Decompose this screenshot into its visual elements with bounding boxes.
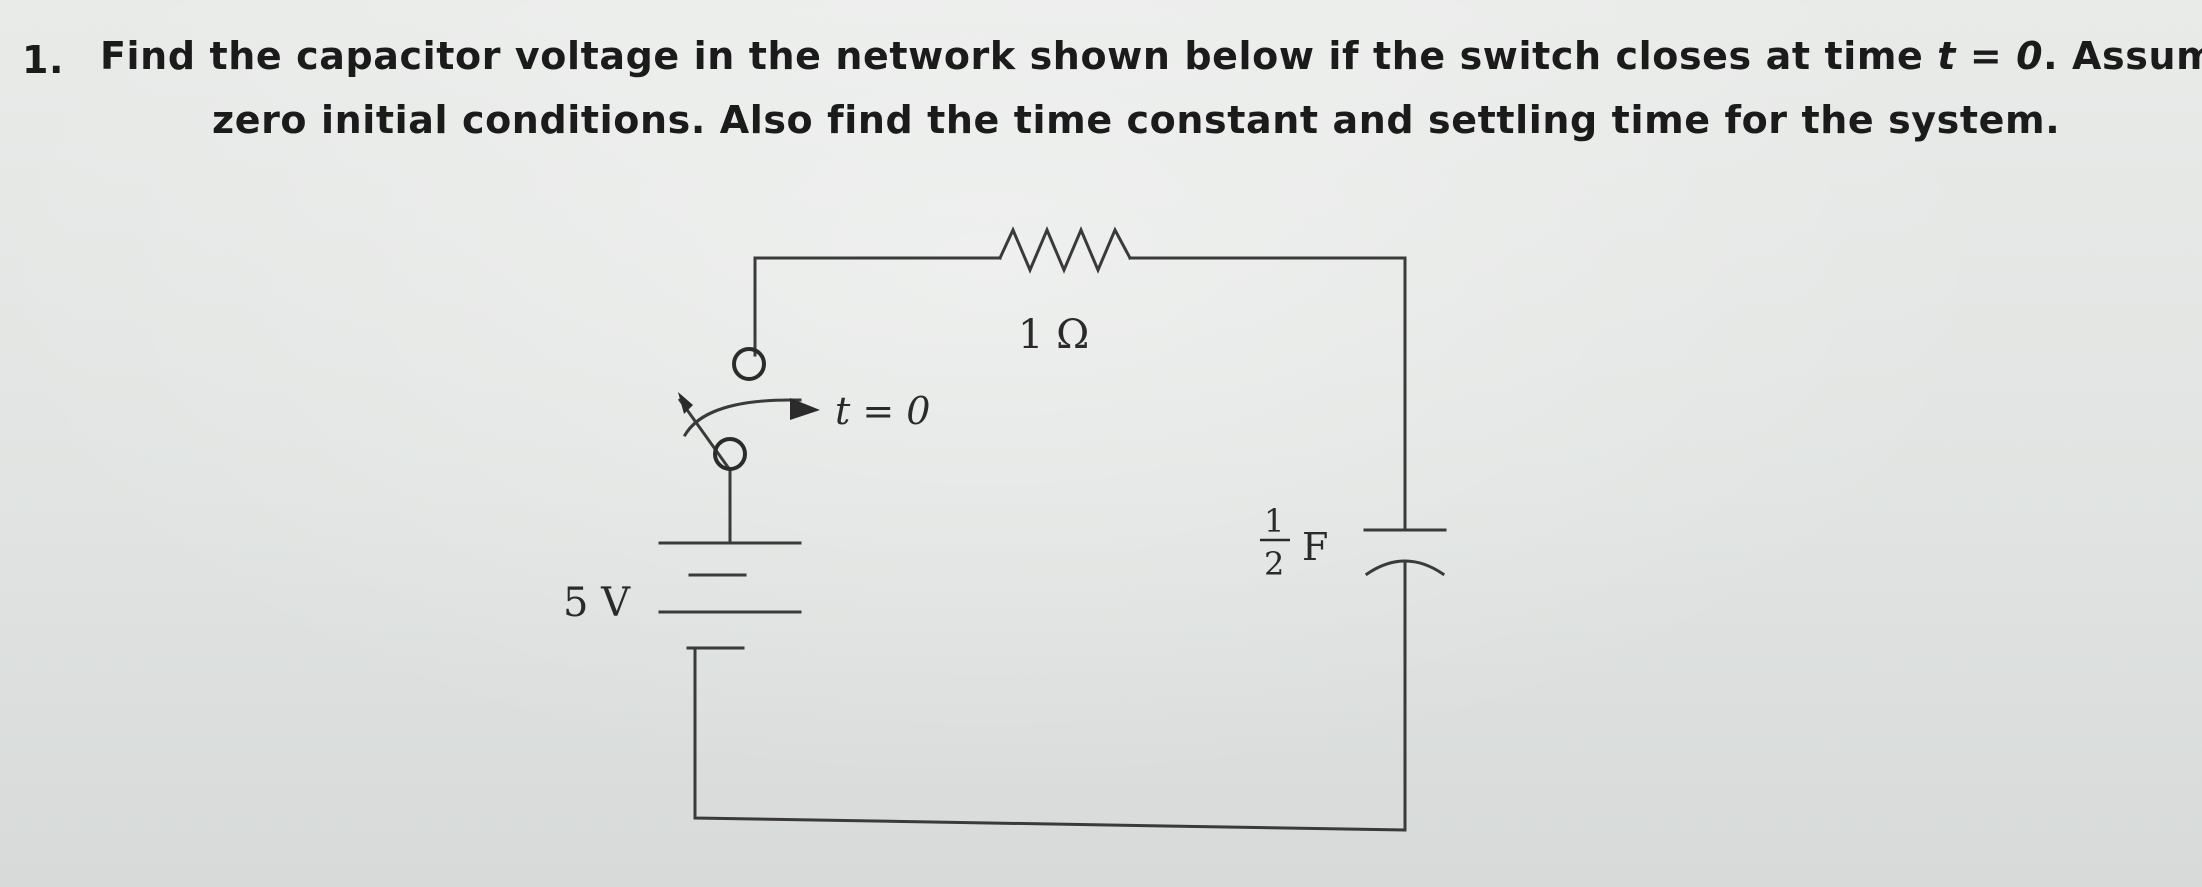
switch-terminal-top (732, 347, 766, 381)
switch-time-label: t = 0 (835, 389, 930, 433)
capacitor-unit-label: F (1302, 525, 1328, 569)
question-number: 1. (22, 38, 64, 82)
wire-top-right (1128, 256, 1407, 532)
question-text-pre: Find the capacitor voltage in the networ… (100, 34, 1938, 78)
capacitor-value-denominator: 2 (1264, 545, 1284, 583)
question-text-post: . Assume (2043, 34, 2202, 78)
switch-terminal-bottom (713, 437, 747, 471)
resistor-label: 1 Ω (1018, 312, 1089, 358)
switch-arrow-head (790, 398, 820, 420)
wire-bottom (693, 648, 1407, 832)
capacitor-value-numerator: 1 (1264, 502, 1284, 540)
switch-blade (682, 398, 802, 438)
question-text-line-1: Find the capacitor voltage in the networ… (100, 34, 2202, 78)
wire-top-left (753, 256, 1002, 357)
resistor-symbol (998, 226, 1133, 274)
question-text-line-2: zero initial conditions. Also find the t… (212, 98, 2061, 142)
switch-pivot-mark (678, 392, 693, 414)
source-voltage-label: 5 V (563, 580, 631, 626)
switch-hinge (677, 397, 733, 473)
question-math-t: t = 0 (1937, 34, 2044, 78)
